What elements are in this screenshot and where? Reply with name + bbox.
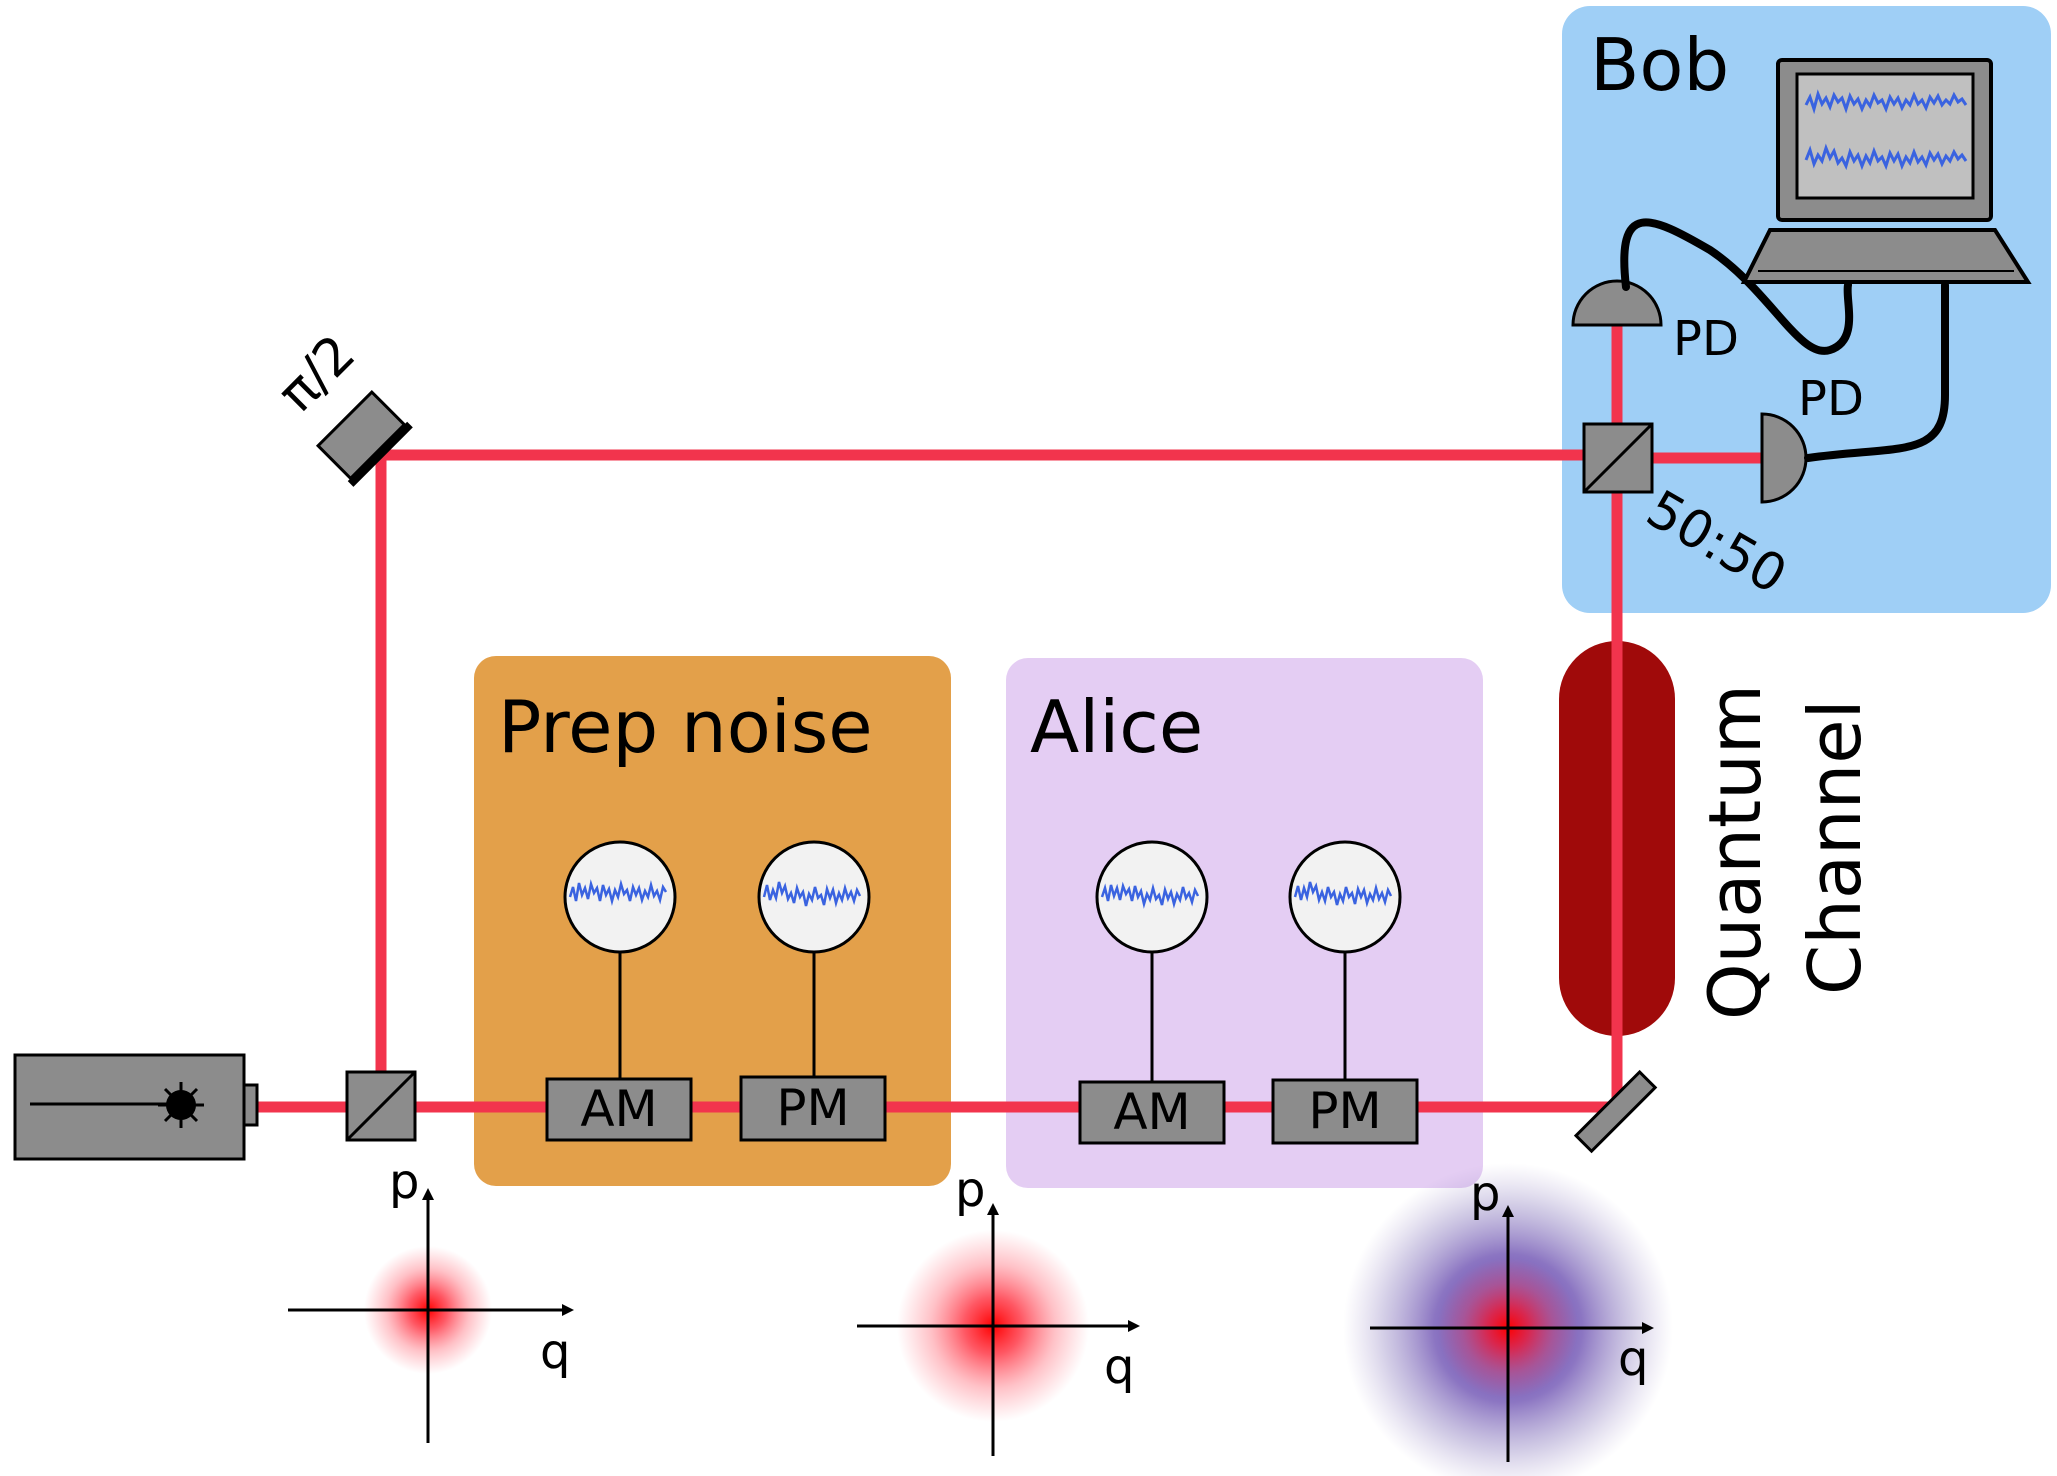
- prep-noise-amplitude-modulator: AM: [545, 1077, 693, 1142]
- beam-splitter-50-50: [1582, 422, 1654, 494]
- q-axis-label: q: [1618, 1331, 1648, 1387]
- prep-noise-pm-driver: [757, 840, 871, 1080]
- q-axis-label: q: [540, 1324, 570, 1380]
- p-axis-label: p: [1470, 1166, 1500, 1222]
- fold-mirror: [1573, 1069, 1658, 1154]
- alice-phase-modulator: PM: [1271, 1078, 1419, 1145]
- screen-signal-trace-2: [1804, 143, 1968, 171]
- phase-space-plot-3: p q: [1343, 1163, 1673, 1476]
- bob-title: Bob: [1590, 23, 1729, 107]
- phase-shift-mirror: [315, 389, 413, 487]
- computer-icon: [1740, 58, 2032, 284]
- alice-pm-driver: [1288, 840, 1402, 1080]
- p-axis-label: p: [389, 1154, 419, 1210]
- prep-noise-title: Prep noise: [498, 685, 873, 769]
- alice-box: [1006, 658, 1483, 1188]
- laser-emitter-icon: [158, 1082, 204, 1128]
- phase-shift-label: π/2: [267, 324, 367, 424]
- prep-noise-phase-modulator: PM: [739, 1075, 887, 1142]
- p-axis-label: p: [955, 1162, 985, 1218]
- pd-top-label: PD: [1673, 311, 1739, 367]
- alice-amplitude-modulator: AM: [1078, 1080, 1226, 1145]
- phase-space-plot-2: p q: [857, 1162, 1140, 1456]
- noise-generator-icon: [563, 840, 677, 954]
- alice-pm-label: PM: [1308, 1082, 1381, 1140]
- alice-am-label: AM: [1113, 1083, 1190, 1141]
- q-axis-label: q: [1104, 1339, 1134, 1395]
- prep-am-label: AM: [580, 1080, 657, 1138]
- alice-title: Alice: [1030, 685, 1203, 769]
- quantum-channel-label-line1: Quantum: [1693, 684, 1777, 1020]
- pd-right-label: PD: [1798, 371, 1864, 427]
- alice-am-driver: [1095, 840, 1209, 1082]
- phase-space-plot-1: p q: [288, 1154, 574, 1443]
- screen-signal-trace-1: [1804, 89, 1968, 115]
- beam-splitter-input: [345, 1070, 417, 1142]
- detector-cables: [1620, 218, 1949, 462]
- prep-pm-label: PM: [776, 1079, 849, 1137]
- noise-generator-icon: [757, 840, 871, 954]
- prep-noise-am-driver: [563, 840, 677, 1080]
- quantum-channel-label-line2: Channel: [1793, 699, 1877, 995]
- laser-source: [13, 1053, 259, 1161]
- photodiode-top: [1571, 279, 1663, 327]
- prep-noise-box: [474, 656, 951, 1186]
